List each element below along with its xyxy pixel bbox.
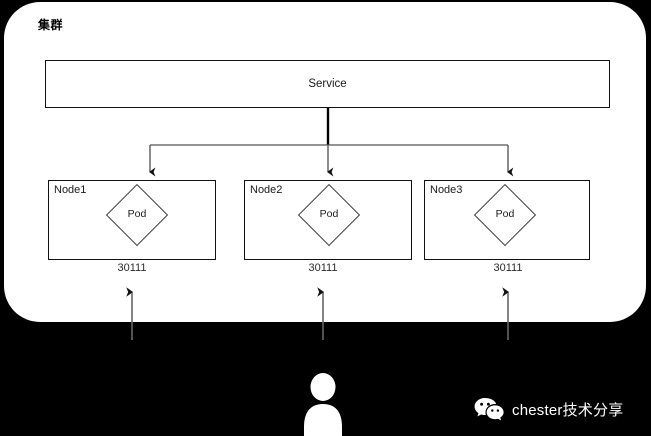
node-box-node1[interactable]: Node1 Pod [48,180,216,260]
node-label: Node1 [54,184,87,196]
node-box-node2[interactable]: Node2 Pod [244,180,412,260]
node-label: Node3 [430,184,463,196]
pod-label: Pod [319,208,339,220]
node-box-node3[interactable]: Node3 Pod [424,180,590,260]
service-label: Service [308,78,347,90]
node-port-label: 30111 [308,262,338,274]
wechat-icon [474,398,504,421]
node-port-label: 30111 [493,262,523,274]
pod-label: Pod [127,208,147,220]
cluster-label: 集群 [38,18,64,32]
node-label: Node2 [250,184,283,196]
pod-label: Pod [495,208,515,220]
service-box[interactable]: Service [45,60,610,108]
node-port-label: 30111 [117,262,147,274]
cluster-panel: 集群 [4,2,646,322]
wechat-brand: chester技术分享 [474,394,623,424]
user-person-icon [304,373,342,436]
wechat-brand-text: chester技术分享 [512,401,624,419]
